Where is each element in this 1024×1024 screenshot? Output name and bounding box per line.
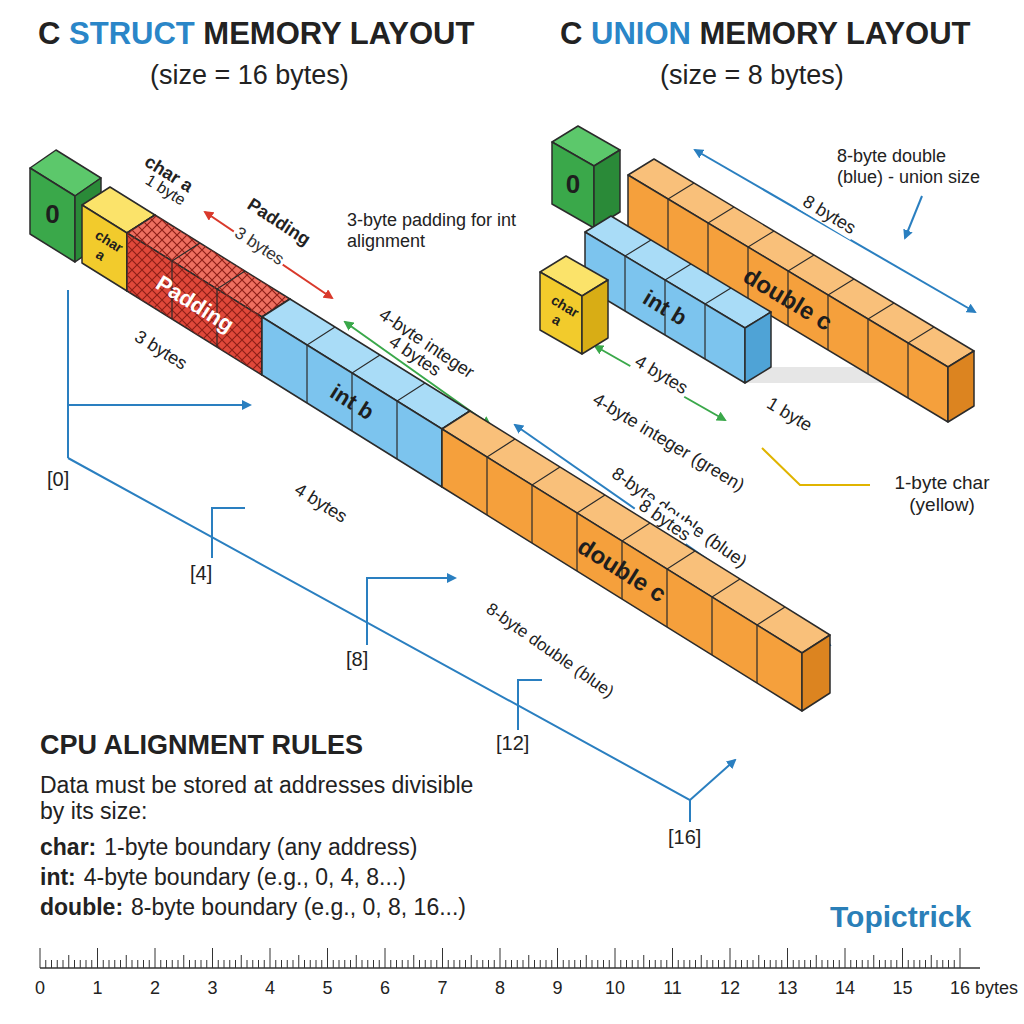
offset-label: [4] — [188, 562, 214, 585]
ruler-number: 5 — [322, 978, 332, 999]
ruler-number: 7 — [437, 978, 447, 999]
block-shape — [552, 126, 620, 228]
ruler-unit: bytes — [975, 978, 1018, 999]
ruler-number: 14 — [835, 978, 855, 999]
block-shape — [585, 216, 771, 383]
annotation-label: Data must be stored at addresses divisib… — [40, 772, 480, 825]
annotation-label: double: — [40, 894, 123, 920]
annotation-label: (size = 16 bytes) — [150, 60, 349, 91]
block-shape — [262, 299, 470, 487]
annotation-label: 8-byte double (blue) — [481, 598, 619, 703]
ruler-number: 4 — [265, 978, 275, 999]
block-shape — [442, 411, 830, 711]
annotation-label: 4-byte boundary (e.g., 0, 4, 8...) — [84, 864, 406, 890]
ruler-number: 3 — [207, 978, 217, 999]
annotation-label: CPU ALIGNMENT RULES — [40, 730, 363, 761]
ruler-number: 9 — [552, 978, 562, 999]
diagram-title: C STRUCT MEMORY LAYOUT — [38, 16, 474, 52]
annotation-label: int: — [40, 864, 76, 890]
offset-label: [0] — [45, 468, 71, 491]
double-block: double c — [442, 411, 830, 711]
char-block: char a — [540, 256, 608, 354]
offset-cube: 0 — [552, 126, 620, 228]
ruler-number: 12 — [720, 978, 740, 999]
ruler-number: 16 — [950, 978, 970, 999]
offset-label: [8] — [344, 648, 370, 671]
annotation-label: 1 byte — [761, 392, 817, 437]
block-label: 0 — [566, 170, 580, 200]
annotation-label: 8-byte double (blue) - union size — [835, 146, 999, 187]
section-title: C UNION MEMORY LAYOUT — [560, 16, 971, 52]
annotation-label: 3-byte padding for int alignment — [345, 210, 524, 251]
ruler-number: 6 — [380, 978, 390, 999]
block-label: 0 — [45, 200, 59, 230]
annotation-label: 1-byte boundary (any address) — [104, 834, 417, 860]
ruler-number: 11 — [663, 978, 682, 999]
annotation-label: 4 bytes — [289, 478, 353, 528]
ruler-number: 10 — [605, 978, 625, 999]
annotation-label: 3 bytes — [129, 325, 193, 375]
offset-label: [16] — [666, 826, 703, 849]
ruler-number: 1 — [92, 978, 102, 999]
annotation-label: (size = 8 bytes) — [660, 60, 844, 91]
offset-label: [12] — [494, 732, 531, 755]
annotation-label: 1-byte char (yellow) — [875, 472, 1009, 516]
annotation-label: 4 bytes — [629, 350, 693, 400]
ruler-number: 13 — [777, 978, 797, 999]
int-block: int b — [262, 299, 470, 487]
ruler-number: 15 — [892, 978, 912, 999]
watermark: Topictrick — [830, 900, 971, 935]
annotation-label: 8-byte boundary (e.g., 0, 8, 16...) — [131, 894, 466, 920]
ruler-number: 8 — [495, 978, 505, 999]
ruler-number: 2 — [150, 978, 160, 999]
int-block: int b — [585, 216, 771, 383]
annotation-label: char: — [40, 834, 96, 860]
ruler-number: 0 — [35, 978, 45, 999]
